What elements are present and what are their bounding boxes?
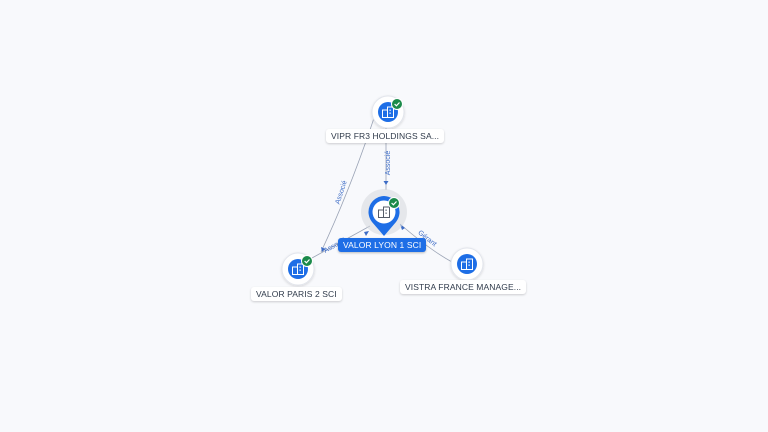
node-label-lyon[interactable]: VALOR LYON 1 SCI [338,238,427,252]
edge-label: Associé [385,151,392,176]
building-icon [292,263,304,275]
node-vistra[interactable] [450,247,484,281]
node-label-paris[interactable]: VALOR PARIS 2 SCI [251,287,342,301]
building-icon [378,206,390,218]
building-icon [461,258,473,270]
node-lyon-focused[interactable] [361,189,407,236]
verified-check-icon [301,255,313,267]
arrow-icon [321,247,326,252]
node-vipr[interactable] [371,95,405,129]
verified-check-icon [391,98,403,110]
building-icon [382,106,394,118]
node-label-vistra[interactable]: VISTRA FRANCE MANAGE... [400,280,527,294]
arrow-icon [383,181,389,185]
arrow-icon [364,231,369,236]
node-paris[interactable] [281,252,315,286]
verified-check-icon [388,197,400,209]
node-label-vipr[interactable]: VIPR FR3 HOLDINGS SA... [326,129,445,143]
